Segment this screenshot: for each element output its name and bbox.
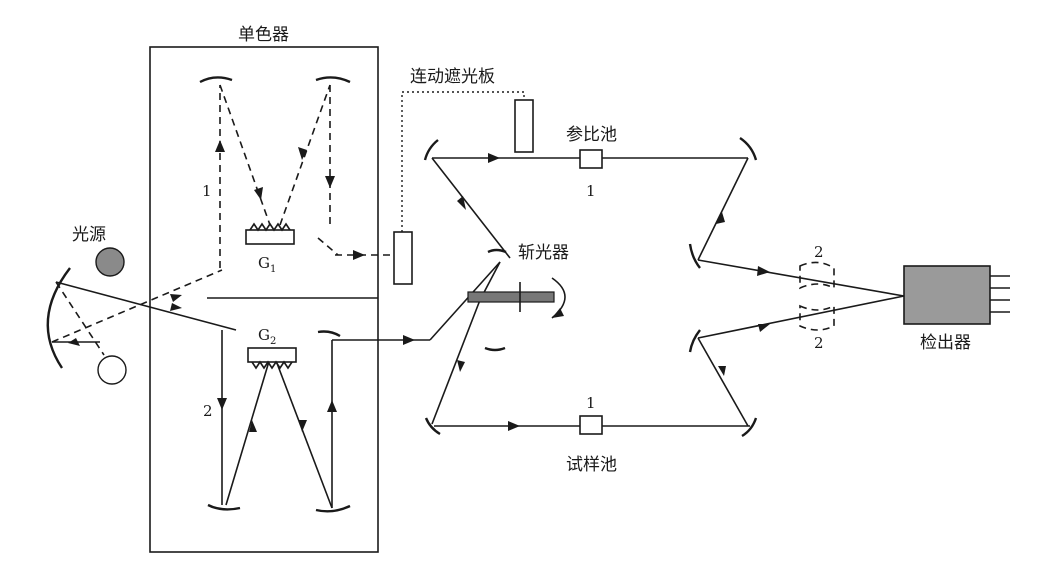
grating-g1 xyxy=(245,222,295,245)
reference-cell-label: 参比池 xyxy=(566,125,617,145)
sample-cell xyxy=(579,415,603,435)
arrow-sample xyxy=(508,421,520,431)
chopper-mirror-top xyxy=(487,248,507,254)
ref-path-label: 1 xyxy=(586,182,596,200)
beam-l3 xyxy=(274,357,333,509)
light-source-label: 光源 xyxy=(72,225,106,245)
det-lower-label: 2 xyxy=(814,334,824,352)
detector-box xyxy=(903,265,991,325)
reference-cell xyxy=(579,149,603,169)
lower-left-mirror xyxy=(424,417,441,436)
upper-left-mirror xyxy=(423,139,439,161)
arrow-l4 xyxy=(327,400,337,412)
arrow-d1 xyxy=(457,196,466,210)
right-upper-mirror xyxy=(688,243,701,269)
lower-right-mirror xyxy=(741,417,758,438)
beam-u5 xyxy=(317,237,339,256)
arrow-u2 xyxy=(254,187,263,200)
monochromator-label: 单色器 xyxy=(238,25,289,45)
grating-g1-label: G1 xyxy=(258,254,276,275)
beam-source-in1 xyxy=(55,281,105,356)
sample-path-label: 1 xyxy=(586,394,596,412)
upper-right-mirror xyxy=(739,137,758,161)
linked-shutter-label: 连动遮光板 xyxy=(410,67,495,87)
arrow-det2 xyxy=(758,324,770,332)
mono-lower-left-mirror xyxy=(207,503,241,511)
beam-upper-diag xyxy=(431,157,511,259)
arrow-l1 xyxy=(217,398,227,410)
arrow-r2 xyxy=(718,366,726,376)
mono-upper-right-mirror xyxy=(315,76,351,84)
chopper-blade xyxy=(467,291,555,303)
mono-lower-right-mirror xyxy=(315,504,351,513)
arrow-l2 xyxy=(249,420,257,432)
arrow-source3 xyxy=(68,338,80,346)
beam-source-dashed xyxy=(51,269,223,343)
linked-shutter-link xyxy=(401,91,525,232)
det-lens-upper xyxy=(799,261,835,290)
chopper-label: 斩光器 xyxy=(518,243,569,263)
mono-upper-left-mirror xyxy=(199,76,233,84)
arrow-u5 xyxy=(353,250,365,260)
arrow-source1 xyxy=(170,303,182,311)
path1-left-label: 1 xyxy=(202,182,212,200)
det-lens-lower xyxy=(799,304,835,331)
det-upper-label: 2 xyxy=(814,243,824,261)
grating-g2-label: G2 xyxy=(258,326,276,347)
light-source-lamp2 xyxy=(97,355,127,385)
arrow-u4 xyxy=(325,176,335,188)
arrow-l3 xyxy=(299,420,307,432)
mono-lower-small-mirror xyxy=(317,330,341,338)
path2-left-label: 2 xyxy=(203,402,213,420)
light-source-lamp xyxy=(95,247,125,277)
right-lower-mirror xyxy=(688,329,701,353)
arrow-r1 xyxy=(716,212,725,224)
beam-u3 xyxy=(279,84,331,226)
linked-shutter-upper xyxy=(514,99,534,153)
beam-r2 xyxy=(697,337,749,427)
arrow-source2 xyxy=(170,294,182,302)
beam-lower-diag xyxy=(429,261,501,341)
chopper-mirror-bottom xyxy=(484,346,506,352)
arrow-det1 xyxy=(757,266,770,276)
beam-det-lower xyxy=(697,295,905,339)
sample-cell-label: 试样池 xyxy=(566,455,617,475)
beam-sample-down xyxy=(431,299,481,425)
monochromator-box xyxy=(149,46,379,553)
chopper-rotation-head xyxy=(552,308,564,318)
arrow-l5 xyxy=(403,335,415,345)
arrow-ref xyxy=(488,153,500,163)
source-mirror xyxy=(46,267,71,369)
beam-u2 xyxy=(219,84,271,226)
grating-g2 xyxy=(247,347,297,370)
arrow-u1 xyxy=(215,140,225,152)
detector-label: 检出器 xyxy=(920,333,971,353)
linked-shutter-lower xyxy=(393,231,413,285)
beam-source-solid xyxy=(55,281,237,331)
beam-det-upper xyxy=(697,259,905,297)
beam-l2 xyxy=(225,357,271,506)
arrow-d2 xyxy=(457,360,465,372)
arrow-u3 xyxy=(298,147,307,160)
beam-r1 xyxy=(697,157,749,261)
